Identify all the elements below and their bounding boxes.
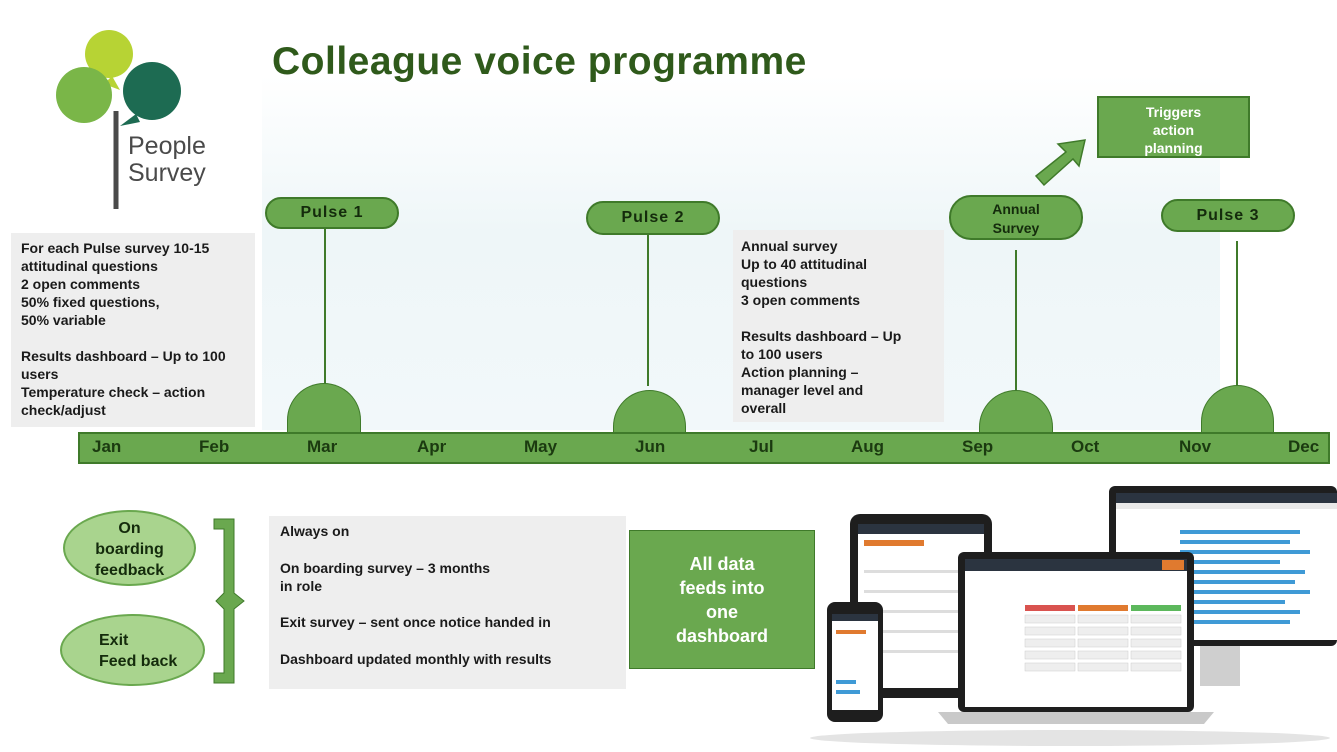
all-data-line: dashboard [675,626,768,646]
annual-survey-note: Annual survey Up to 40 attitudinal quest… [733,230,944,422]
all-data-line: feeds into [679,578,765,598]
pulse-note-line [21,329,255,347]
annual-note-line: questions [741,274,808,290]
arrow-up-right-icon [1034,139,1086,187]
pulse3-label: Pulse 3 [1161,199,1295,232]
always-on-line [280,631,626,650]
pulse1-stem [324,228,326,386]
logo-line-2: Survey [128,159,206,187]
trigger-line: Triggers [1145,104,1202,120]
annual-note-line [741,309,944,327]
onboarding-line: On [118,520,141,537]
pulse2-stem [647,233,649,386]
page-title: Colleague voice programme [272,40,807,83]
pulse-note-line: check/adjust [21,402,106,418]
annual-label-line: Annual [992,201,1040,217]
month-label: Jul [749,437,774,456]
annual-note-line: 3 open comments [741,292,861,308]
onboarding-line: boarding [95,541,164,558]
month-label: Nov [1179,437,1212,456]
exit-line: Feed back [99,653,178,670]
always-on-line [280,540,626,559]
pulse3-stem [1236,241,1238,386]
annual-note-line: Up to 40 attitudinal [741,256,867,272]
all-data-line: one [705,602,738,622]
month-label: Oct [1071,437,1100,456]
onboarding-feedback-oval: On boarding feedback [63,510,196,586]
exit-feedback-oval: Exit Feed back [60,614,205,686]
month-label: Sep [962,437,994,456]
always-on-line: On boarding survey – 3 months [280,560,491,576]
triggers-action-planning-box: Triggers action planning [1097,96,1250,158]
all-data-box: All data feeds into one dashboard [629,530,815,669]
pulse-note-line: 50% variable [21,312,106,328]
month-label: Apr [417,437,447,456]
pulse-note-line: 2 open comments [21,276,141,292]
annual-note-line: Results dashboard – Up [741,328,902,344]
logo-text: People Survey [128,133,206,187]
pulse-survey-note: For each Pulse survey 10-15 attitudinal … [11,233,255,427]
exit-line: Exit [99,632,129,649]
always-on-line: Always on [280,523,350,539]
pulse-note-line: Temperature check – action [21,384,206,400]
bracket-icon [213,518,245,684]
always-on-line: Exit survey – sent once notice handed in [280,614,551,630]
pulse-note-line: users [21,366,59,382]
month-label: Mar [307,437,338,456]
annual-note-line: overall [741,400,787,416]
annual-note-line: manager level and [741,382,864,398]
month-label: Feb [199,437,230,456]
all-data-line: All data [689,554,755,574]
people-survey-logo [56,30,181,209]
annual-stem [1015,250,1017,392]
month-label: Aug [851,437,885,456]
pulse-note-line: 50% fixed questions, [21,294,160,310]
pulse-note-line: For each Pulse survey 10-15 [21,240,210,256]
pulse2-label: Pulse 2 [586,201,720,235]
pulse-note-line: Results dashboard – Up to 100 [21,348,226,364]
pulse-note-line: attitudinal questions [21,258,158,274]
month-label: Jun [635,437,666,456]
devices-dashboard-image [810,486,1337,746]
month-label: Jan [92,437,122,456]
always-on-line [280,595,626,613]
annual-note-line: Annual survey [741,238,838,254]
timeline-bar [78,432,1330,464]
onboarding-line: feedback [94,562,165,579]
annual-note-line: Action planning – [741,364,859,380]
month-label: May [524,437,558,456]
always-on-note: Always on On boarding survey – 3 months … [269,516,626,689]
annual-label-line: Survey [992,220,1040,236]
logo-line-1: People [128,132,206,160]
trigger-line: action [1152,122,1195,138]
annual-note-line: to 100 users [741,346,823,362]
month-label: Dec [1288,437,1320,456]
pulse1-label: Pulse 1 [265,197,399,229]
always-on-line: Dashboard updated monthly with results [280,651,552,667]
annual-survey-label: Annual Survey [949,195,1083,240]
always-on-line: in role [280,578,323,594]
trigger-line: planning [1144,140,1203,156]
